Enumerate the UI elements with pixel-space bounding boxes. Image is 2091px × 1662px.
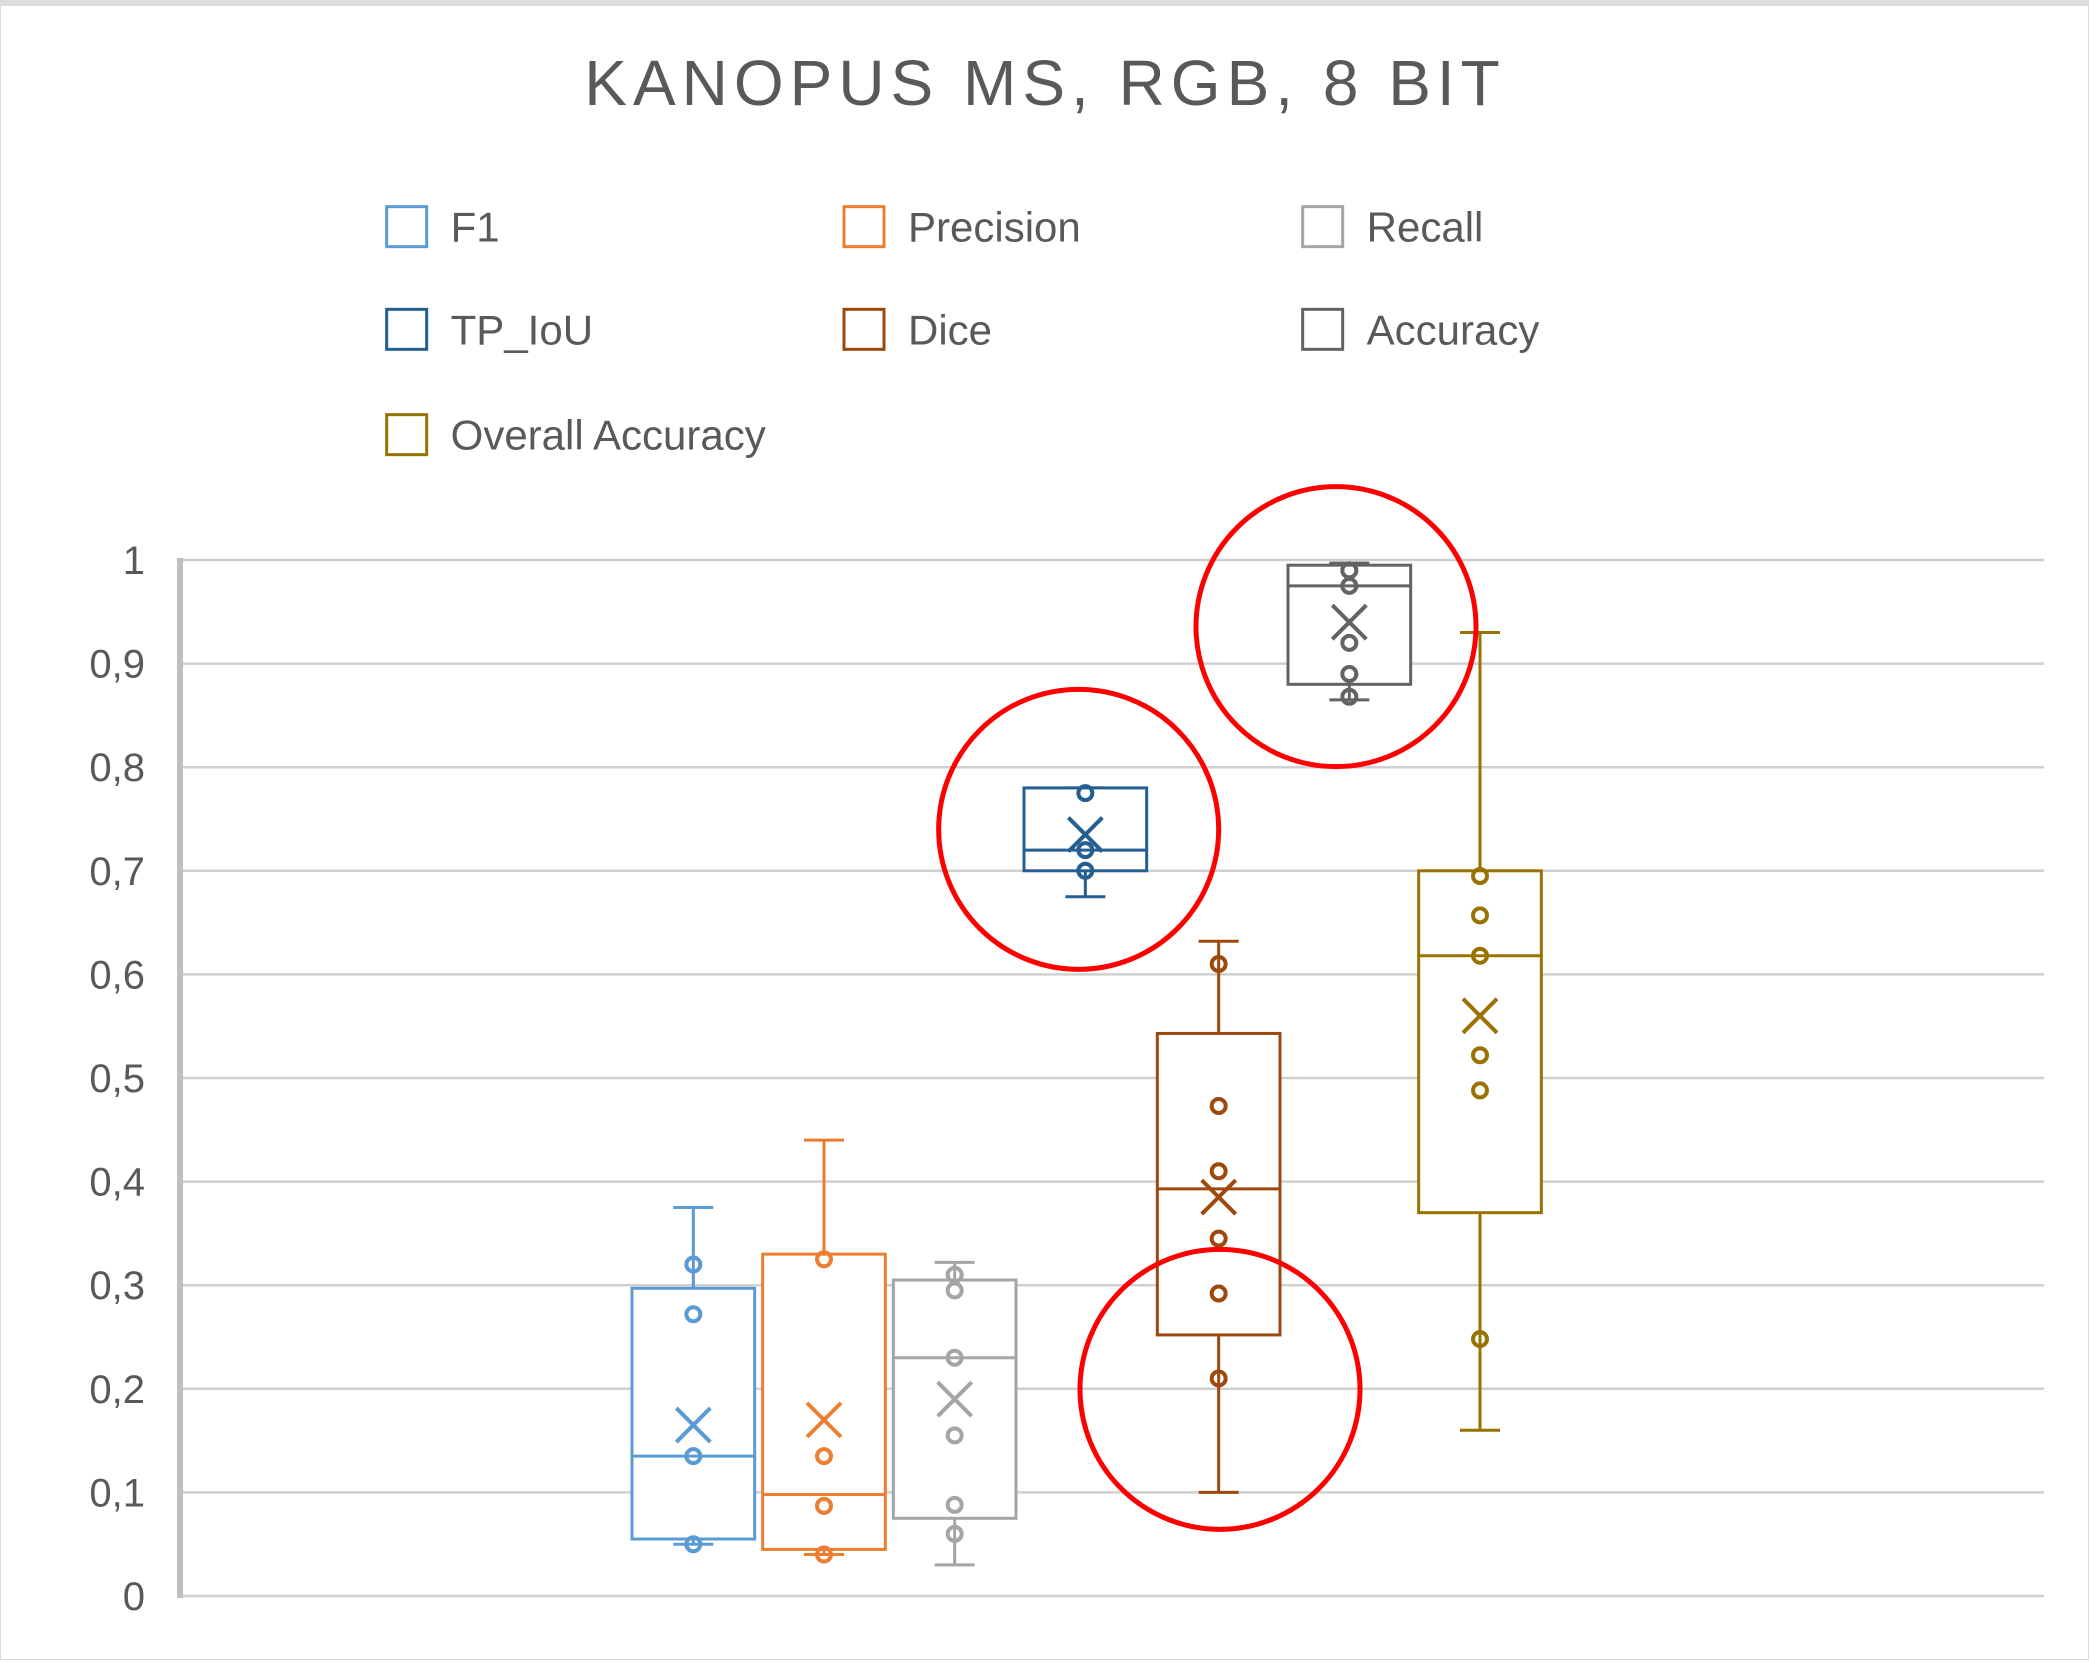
highlight-circle [936, 686, 1222, 972]
legend-item: TP_IoU [385, 306, 593, 353]
legend-label: Recall [1367, 204, 1484, 251]
legend-label: Accuracy [1367, 306, 1540, 353]
y-tick-label: 0,3 [89, 1264, 145, 1308]
data-point [684, 1447, 703, 1466]
data-point [1471, 946, 1489, 965]
data-point [945, 1281, 964, 1300]
y-tick-label: 0,5 [89, 1057, 145, 1101]
data-point [1209, 1369, 1228, 1388]
legend-item: Overall Accuracy [385, 412, 766, 459]
y-tick-label: 0,2 [89, 1368, 145, 1412]
plot-area [630, 561, 1543, 1567]
legend-label: Precision [908, 204, 1081, 251]
box-precision [761, 1138, 887, 1564]
data-point [1209, 1284, 1228, 1303]
data-point [1340, 576, 1359, 595]
legend-item: Precision [842, 204, 1081, 251]
box-iqr [761, 1252, 887, 1551]
data-point [815, 1496, 833, 1515]
legend-swatch-icon [842, 307, 886, 351]
data-point [1471, 1046, 1489, 1065]
mean-marker [1200, 1178, 1238, 1216]
highlight-circle [1193, 484, 1479, 770]
data-point [1209, 1162, 1228, 1181]
legend-swatch-icon [1301, 205, 1345, 249]
mean-marker [1330, 603, 1368, 641]
y-tick-label: 0 [123, 1575, 145, 1619]
data-point [1076, 861, 1095, 880]
legend-swatch-icon [842, 205, 886, 249]
data-point [1471, 866, 1489, 885]
data-point [1471, 906, 1489, 925]
data-point [684, 1305, 703, 1324]
legend-swatch-icon [385, 413, 429, 457]
data-point [945, 1524, 964, 1543]
mean-marker [805, 1401, 843, 1439]
box-overall-accuracy [1417, 631, 1543, 1432]
legend-swatch-icon [385, 205, 429, 249]
mean-marker [1066, 816, 1104, 853]
box-iqr [630, 1286, 757, 1541]
y-tick-label: 0,6 [89, 953, 145, 997]
data-point [1209, 955, 1228, 974]
mean-marker [1461, 997, 1499, 1035]
data-point [1340, 633, 1359, 652]
legend-swatch-icon [385, 307, 429, 351]
box-tp_iou [1022, 784, 1149, 899]
data-point [945, 1495, 964, 1514]
data-point [945, 1348, 964, 1367]
legend-label: TP_IoU [451, 306, 593, 353]
data-point [815, 1250, 833, 1269]
legend-item: F1 [385, 204, 500, 251]
box-accuracy [1286, 561, 1413, 706]
mean-marker [936, 1380, 974, 1418]
box-recall [891, 1260, 1018, 1567]
y-tick-label: 0,9 [89, 643, 145, 687]
data-point [1471, 1330, 1489, 1349]
legend-item: Accuracy [1301, 306, 1540, 353]
y-tick-label: 0,4 [89, 1161, 145, 1205]
legend-swatch-icon [1301, 307, 1345, 351]
y-tick-label: 1 [123, 539, 145, 583]
box-f1 [630, 1206, 757, 1554]
data-point [815, 1447, 833, 1466]
mean-marker [674, 1406, 712, 1444]
grid [180, 558, 2044, 1598]
box-iqr [1155, 1031, 1282, 1337]
data-point [1209, 1096, 1228, 1115]
data-point [1209, 1229, 1228, 1248]
data-point [1076, 784, 1095, 803]
chart-title: KANOPUS MS, RGB, 8 BIT [584, 47, 1506, 119]
data-point [684, 1535, 703, 1554]
data-point [945, 1426, 964, 1445]
data-point [1340, 687, 1359, 706]
y-tick-label: 0,7 [89, 850, 145, 894]
data-point [815, 1545, 833, 1564]
y-tick-label: 0,1 [89, 1471, 145, 1515]
box-dice [1155, 939, 1282, 1494]
data-point [1471, 1081, 1489, 1100]
legend-label: F1 [451, 204, 500, 251]
data-point [684, 1255, 703, 1274]
highlight-circle [1077, 1246, 1363, 1532]
legend-item: Dice [842, 306, 992, 353]
box-iqr [1417, 869, 1543, 1215]
legend-label: Dice [908, 306, 992, 353]
data-point [1340, 664, 1359, 683]
legend-item: Recall [1301, 204, 1484, 251]
y-axis: 0 0,1 0,2 0,3 0,4 0,5 0,6 0,7 0,8 0,9 1 [89, 539, 183, 1619]
annotations [936, 484, 1479, 1532]
data-point [1076, 841, 1095, 860]
y-tick-label: 0,8 [89, 746, 145, 790]
legend-label: Overall Accuracy [451, 412, 766, 459]
